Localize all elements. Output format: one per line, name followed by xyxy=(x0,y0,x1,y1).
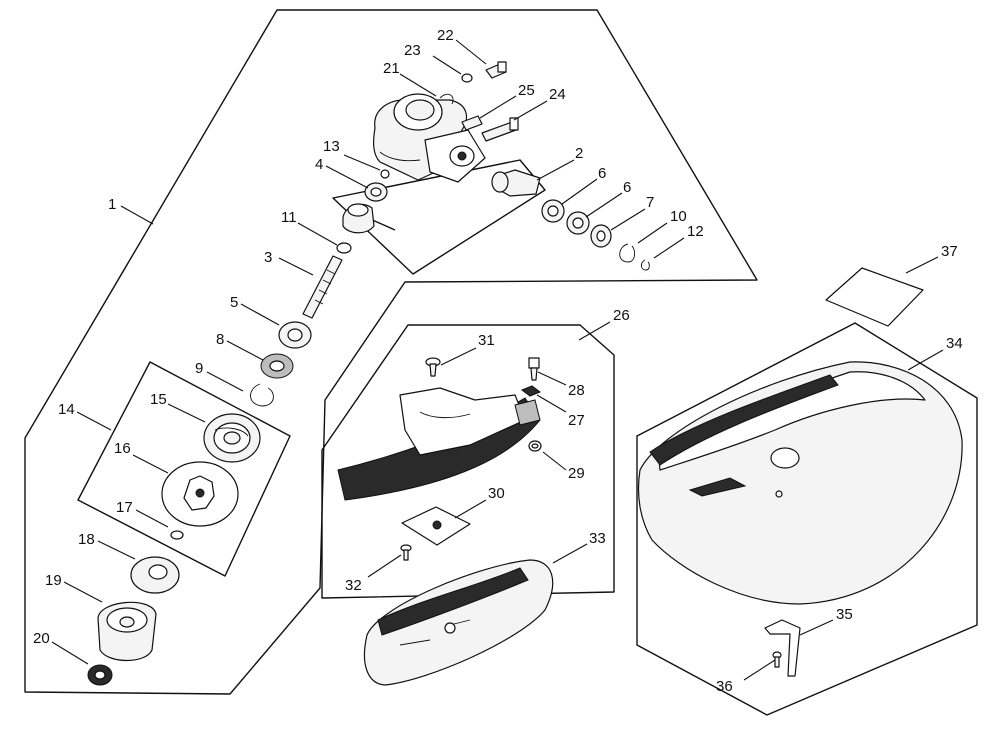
callout-34: 34 xyxy=(946,335,963,352)
callout-4: 4 xyxy=(315,156,323,173)
group-outline-guard-large xyxy=(636,322,978,716)
callout-32: 32 xyxy=(345,577,362,594)
screw-28-part xyxy=(528,357,540,381)
callout-16: 16 xyxy=(114,440,131,457)
cup-18-part xyxy=(130,556,180,594)
nut-20-part xyxy=(87,664,113,686)
group-outline-spool xyxy=(77,361,291,577)
callout-18: 18 xyxy=(78,531,95,548)
clip-21-part xyxy=(439,93,454,105)
callout-11: 11 xyxy=(281,209,297,226)
callout-1: 1 xyxy=(108,196,116,213)
washer-23-part xyxy=(461,73,473,83)
guard-26-part xyxy=(337,387,541,501)
callout-3: 3 xyxy=(264,249,272,266)
washer-13-part xyxy=(380,169,390,179)
circlip-9-part xyxy=(250,383,274,407)
callout-29: 29 xyxy=(568,465,585,482)
washer-8-part xyxy=(260,353,294,379)
screw-32-part xyxy=(400,544,412,561)
nut-27-part xyxy=(520,385,542,397)
callout-36: 36 xyxy=(716,678,733,695)
callout-25: 25 xyxy=(518,82,535,99)
callout-17: 17 xyxy=(116,499,133,516)
bearing-4-part xyxy=(364,182,388,202)
callout-20: 20 xyxy=(33,630,50,647)
bolt-22-part xyxy=(485,61,507,79)
callout-8: 8 xyxy=(216,331,224,348)
cover-19-part xyxy=(97,601,157,661)
washer-17-part xyxy=(170,530,184,540)
screw-31-part xyxy=(425,357,441,377)
callout-23: 23 xyxy=(404,42,421,59)
bearing-6a-part xyxy=(541,199,565,223)
bearing-7-part xyxy=(590,224,612,248)
callout-28: 28 xyxy=(568,382,585,399)
label-37-part xyxy=(825,267,924,327)
guard-34-part xyxy=(637,361,963,605)
callout-26: 26 xyxy=(613,307,630,324)
circlip-10-part xyxy=(619,243,636,263)
callout-9: 9 xyxy=(195,360,203,377)
bolt-25-part xyxy=(461,115,483,131)
callout-7: 7 xyxy=(646,194,654,211)
guard-33-part xyxy=(363,559,554,686)
callout-30: 30 xyxy=(488,485,505,502)
callout-27: 27 xyxy=(568,412,585,429)
callout-14: 14 xyxy=(58,401,75,418)
callout-24: 24 xyxy=(549,86,566,103)
leader-lines xyxy=(51,39,944,681)
gear-2-part xyxy=(491,169,541,197)
collar-29-part xyxy=(528,440,542,452)
plate-30-part xyxy=(401,506,471,546)
callout-31: 31 xyxy=(478,332,495,349)
bevel-gear-part xyxy=(342,203,375,234)
callout-5: 5 xyxy=(230,294,238,311)
callout-21: 21 xyxy=(383,60,400,77)
bearing-5-part xyxy=(278,321,312,349)
plate-16-part xyxy=(161,461,239,527)
screw-36-part xyxy=(772,651,782,668)
circlip-12-part xyxy=(640,259,650,271)
bearing-6b-part xyxy=(566,211,590,235)
bracket-35-part xyxy=(764,619,801,677)
group-outline-guard-small xyxy=(321,324,615,599)
callout-2: 2 xyxy=(575,145,583,162)
callout-10: 10 xyxy=(670,208,687,225)
callout-15: 15 xyxy=(150,391,167,408)
gear-case-part xyxy=(372,93,486,183)
callout-6b: 6 xyxy=(623,179,631,196)
callout-13: 13 xyxy=(323,138,340,155)
callout-22: 22 xyxy=(437,27,454,44)
callout-35: 35 xyxy=(836,606,853,623)
callout-12: 12 xyxy=(687,223,704,240)
callout-6a: 6 xyxy=(598,165,606,182)
callout-33: 33 xyxy=(589,530,606,547)
callout-37: 37 xyxy=(941,243,958,260)
shaft-3-part xyxy=(302,255,343,319)
callout-19: 19 xyxy=(45,572,62,589)
bolt-24-part xyxy=(481,117,519,142)
washer-11-part xyxy=(336,242,352,254)
spool-15-part xyxy=(203,413,261,463)
